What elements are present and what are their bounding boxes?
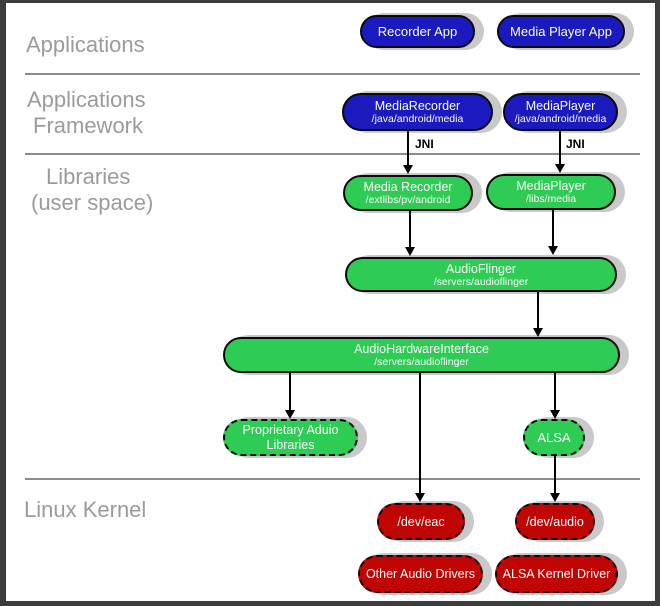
node-mediarecorder-framework: MediaRecorder /java/android/media <box>342 93 493 131</box>
node-mediaplayer-framework: MediaPlayer /java/android/media <box>503 93 618 131</box>
node-subtitle: /servers/audioflinger <box>433 275 529 288</box>
jni-label-right: JNI <box>566 137 585 151</box>
arrowhead-player-to-audioflinger <box>548 246 558 255</box>
arrowhead-recorder-to-audioflinger <box>405 247 415 256</box>
layer-label-applications-framework: Applications Framework <box>27 87 146 139</box>
node-title: Recorder App <box>377 23 458 39</box>
node-title: MediaPlayer <box>516 179 586 193</box>
node-subtitle: /java/android/media <box>514 113 607 125</box>
arrowhead-jni-player <box>555 164 565 173</box>
arrow-line-recorder-to-audioflinger <box>409 211 411 248</box>
node-title: ALSA Kernel Driver <box>502 567 611 581</box>
arrowhead-ahi-to-dev-eac <box>415 493 425 502</box>
node-title: /dev/audio <box>526 514 584 529</box>
node-subtitle: /java/android/media <box>371 113 464 125</box>
layer-label-framework-line2: Framework <box>33 113 144 138</box>
node-title: AudioFlinger <box>445 261 517 276</box>
layer-label-applications: Applications <box>26 32 145 57</box>
arrow-line-alsa-to-dev-audio <box>554 456 556 494</box>
layer-label-linux-kernel: Linux Kernel <box>24 497 147 522</box>
node-media-player-app: Media Player App <box>497 15 625 48</box>
arrow-line-ahi-to-dev-eac <box>419 373 421 494</box>
arrow-line-jni-player <box>559 131 561 165</box>
arrowhead-ahi-to-alsa <box>550 410 560 419</box>
arrowhead-jni-recorder <box>403 165 413 174</box>
node-alsa-kernel-driver: ALSA Kernel Driver <box>495 555 618 593</box>
arrow-line-ahi-to-proprietary <box>289 373 291 411</box>
arrowhead-alsa-to-dev-audio <box>550 493 560 502</box>
node-dev-eac: /dev/eac <box>377 503 465 540</box>
node-title: MediaRecorder <box>374 99 461 113</box>
arrowhead-ahi-to-proprietary <box>285 410 295 419</box>
node-dev-audio: /dev/audio <box>515 503 595 540</box>
divider-libraries-kernel <box>25 478 640 480</box>
node-mediaplayer-lib: MediaPlayer /libs/media <box>486 174 616 210</box>
node-title: Proprietary Aduio Libraries <box>242 422 339 452</box>
node-proprietary-audio-libraries: Proprietary Aduio Libraries <box>223 419 358 456</box>
node-subtitle: /libs/media <box>525 193 577 205</box>
node-subtitle: /extlibs/pv/android <box>365 194 451 206</box>
arrow-line-player-to-audioflinger <box>552 210 554 247</box>
layer-label-libraries: Libraries (user space) <box>31 164 153 216</box>
node-title: Media Recorder <box>363 180 453 194</box>
node-other-audio-drivers: Other Audio Drivers <box>358 555 483 593</box>
node-title: AudioHardwareInterface <box>354 342 489 356</box>
divider-applications-framework <box>25 73 640 75</box>
jni-label-left: JNI <box>415 137 434 151</box>
node-title: ALSA <box>537 429 571 445</box>
arrow-line-audioflinger-to-ahi <box>537 292 539 329</box>
node-media-recorder-lib: Media Recorder /extlibs/pv/android <box>343 175 473 211</box>
arrow-line-ahi-to-alsa <box>554 373 556 411</box>
node-title: Other Audio Drivers <box>365 567 476 581</box>
node-alsa: ALSA <box>523 419 585 456</box>
node-title: MediaPlayer <box>525 99 596 113</box>
node-audiohardwareinterface: AudioHardwareInterface /servers/audiofli… <box>223 337 620 373</box>
divider-framework-libraries <box>25 153 640 155</box>
node-audioflinger: AudioFlinger /servers/audioflinger <box>345 257 617 292</box>
layer-label-libraries-line1: Libraries <box>46 164 131 189</box>
layer-label-framework-line1: Applications <box>27 87 146 112</box>
arrowhead-audioflinger-to-ahi <box>533 328 543 337</box>
layer-label-libraries-line2: (user space) <box>31 190 154 215</box>
node-title: /dev/eac <box>397 514 445 529</box>
node-subtitle: /servers/audioflinger <box>374 356 469 368</box>
arrow-line-jni-recorder <box>407 131 409 166</box>
node-recorder-app: Recorder App <box>360 15 475 48</box>
node-title: Media Player App <box>510 23 612 39</box>
